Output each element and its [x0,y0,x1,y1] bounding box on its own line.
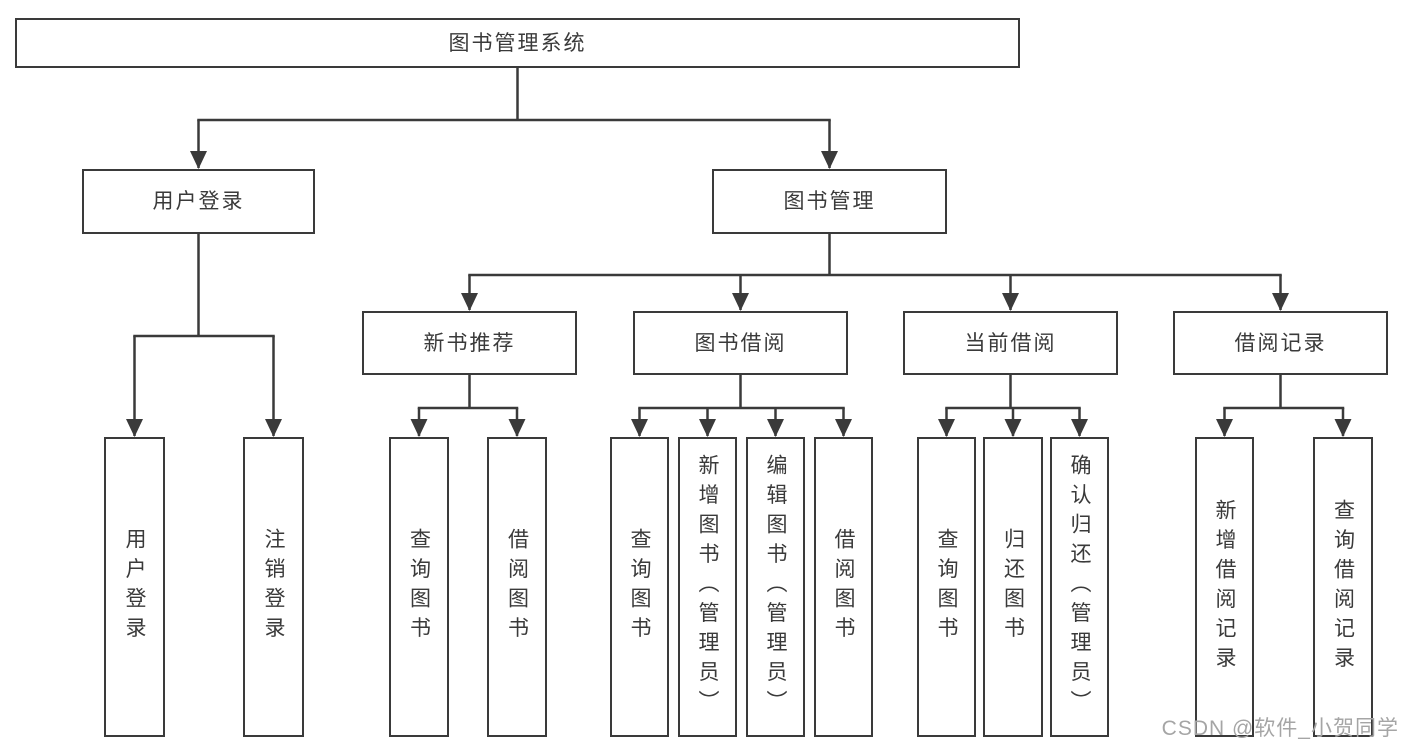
node-user-login-label: 用户登录 [152,190,245,213]
connector-book-borrow [638,374,845,410]
node-borrow-records-label: 借阅记录 [1234,331,1327,355]
connector-root [197,68,831,122]
leaf-query-books-recommend: 查询图书 [389,437,449,737]
node-user-login: 用户登录 [82,169,315,234]
leaf-edit-book-admin-label: 编辑图书（管理员） [764,454,787,720]
watermark-text: CSDN @软件_小贺同学 [1161,717,1399,740]
node-book-borrow: 图书借阅 [633,311,848,375]
leaf-user-login: 用户登录 [104,437,165,737]
node-library-system: 图书管理系统 [15,18,1020,68]
leaf-logout-label: 注销登录 [262,528,285,646]
node-new-book-recommend-label: 新书推荐 [423,331,516,355]
leaf-query-borrow-record-label: 查询借阅记录 [1331,498,1355,676]
leaf-query-borrow-record: 查询借阅记录 [1313,437,1373,737]
leaf-return-book-label: 归还图书 [1001,528,1025,646]
leaf-add-borrow-record-label: 新增借阅记录 [1213,498,1236,676]
connector-new-book [417,374,519,410]
connector-book-mgmt [468,233,1282,277]
leaf-user-login-label: 用户登录 [123,528,146,646]
node-current-borrow-label: 当前借阅 [964,331,1057,355]
node-borrow-records: 借阅记录 [1173,311,1388,375]
leaf-edit-book-admin: 编辑图书（管理员） [746,437,805,737]
node-book-management-label: 图书管理 [783,190,876,213]
leaf-confirm-return-admin: 确认归还（管理员） [1050,437,1109,737]
leaf-add-book-admin-label: 新增图书（管理员） [696,454,719,720]
leaf-confirm-return-admin-label: 确认归还（管理员） [1068,454,1091,720]
leaf-query-books-current-label: 查询图书 [935,528,958,646]
leaf-borrow-books-recommend-label: 借阅图书 [505,528,529,646]
connector-user-login [133,233,275,338]
leaf-borrow-books-recommend: 借阅图书 [487,437,547,737]
connector-current-borrow [945,374,1081,410]
leaf-borrow-books-borrow: 借阅图书 [814,437,873,737]
leaf-query-books-recommend-label: 查询图书 [407,528,431,646]
leaf-add-book-admin: 新增图书（管理员） [678,437,737,737]
node-book-management: 图书管理 [712,169,947,234]
node-library-system-label: 图书管理系统 [448,31,587,55]
connector-borrow-records [1223,374,1345,410]
node-book-borrow-label: 图书借阅 [694,331,787,355]
leaf-add-borrow-record: 新增借阅记录 [1195,437,1254,737]
leaf-query-books-borrow: 查询图书 [610,437,669,737]
node-new-book-recommend: 新书推荐 [362,311,577,375]
leaf-logout: 注销登录 [243,437,304,737]
node-current-borrow: 当前借阅 [903,311,1118,375]
leaf-query-books-borrow-label: 查询图书 [628,528,651,646]
leaf-query-books-current: 查询图书 [917,437,976,737]
leaf-return-book: 归还图书 [983,437,1043,737]
leaf-borrow-books-borrow-label: 借阅图书 [832,528,855,646]
